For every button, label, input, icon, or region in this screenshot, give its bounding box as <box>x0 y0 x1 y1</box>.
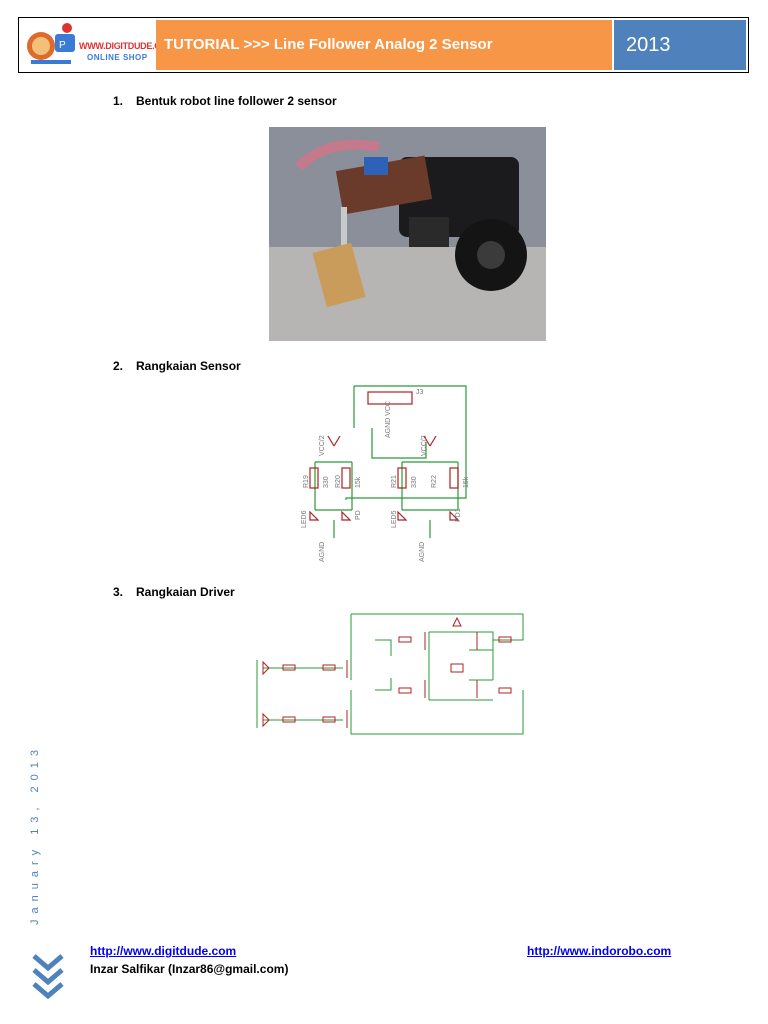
resistor-value: 330 <box>323 476 330 488</box>
year-badge: 2013 <box>614 20 746 70</box>
resistor-label: R20 <box>335 475 342 488</box>
section-1-heading: 1. Bentuk robot line follower 2 sensor <box>113 94 337 108</box>
resistor-value: 15k <box>463 476 470 488</box>
section-number: 1. <box>113 94 124 108</box>
section-label: Rangkaian Driver <box>136 585 235 599</box>
section-3-heading: 3. Rangkaian Driver <box>113 585 235 599</box>
digitdude-logo: P WWW.DIGITDUDE.COM ONLINE SHOP <box>21 20 175 70</box>
side-date: January 13, 2013 <box>29 743 41 925</box>
resistor-value: 330 <box>411 476 418 488</box>
pd-label: PD1 <box>455 508 462 522</box>
indorobo-link[interactable]: http://www.indorobo.com <box>527 944 672 958</box>
digitdude-link[interactable]: http://www.digitdude.com <box>90 944 237 958</box>
pin-labels: AGND VCC <box>385 401 392 438</box>
section-number: 2. <box>113 359 124 373</box>
resistor-label: R19 <box>303 475 310 488</box>
logo-brand: WWW.DIGITDUDE.COM <box>79 41 175 51</box>
section-number: 3. <box>113 585 124 599</box>
sensor-schematic: J3 VCC/2 VCC/2 R19 330 R20 15k R21 330 R… <box>290 380 475 566</box>
pd-label: PD <box>355 510 362 520</box>
section-label: Rangkaian Sensor <box>136 359 241 373</box>
gnd-label: AGND <box>419 542 426 562</box>
led-label: LED6 <box>301 510 308 528</box>
vcc-label-left: VCC/2 <box>319 435 326 456</box>
driver-schematic <box>243 610 526 736</box>
vcc-label-right: VCC/2 <box>421 435 428 456</box>
section-label: Bentuk robot line follower 2 sensor <box>136 94 337 108</box>
connector-label: J3 <box>416 389 424 396</box>
page-header: P WWW.DIGITDUDE.COM ONLINE SHOP TUTORIAL… <box>18 17 749 73</box>
logo-subtitle: ONLINE SHOP <box>87 53 148 62</box>
section-2-heading: 2. Rangkaian Sensor <box>113 359 241 373</box>
resistor-label: R21 <box>391 475 398 488</box>
chevron-down-icon <box>32 954 64 1000</box>
gnd-label: AGND <box>319 542 326 562</box>
resistor-label: R22 <box>431 475 438 488</box>
led-label: LED5 <box>391 510 398 528</box>
svg-text:P: P <box>59 40 66 51</box>
robot-photo <box>269 127 546 341</box>
resistor-value: 15k <box>355 476 362 488</box>
author-name: Inzar Salfikar (Inzar86@gmail.com) <box>90 962 289 976</box>
page-title: TUTORIAL >>> Line Follower Analog 2 Sens… <box>156 20 612 70</box>
robot-mascot-icon: P <box>27 23 75 64</box>
